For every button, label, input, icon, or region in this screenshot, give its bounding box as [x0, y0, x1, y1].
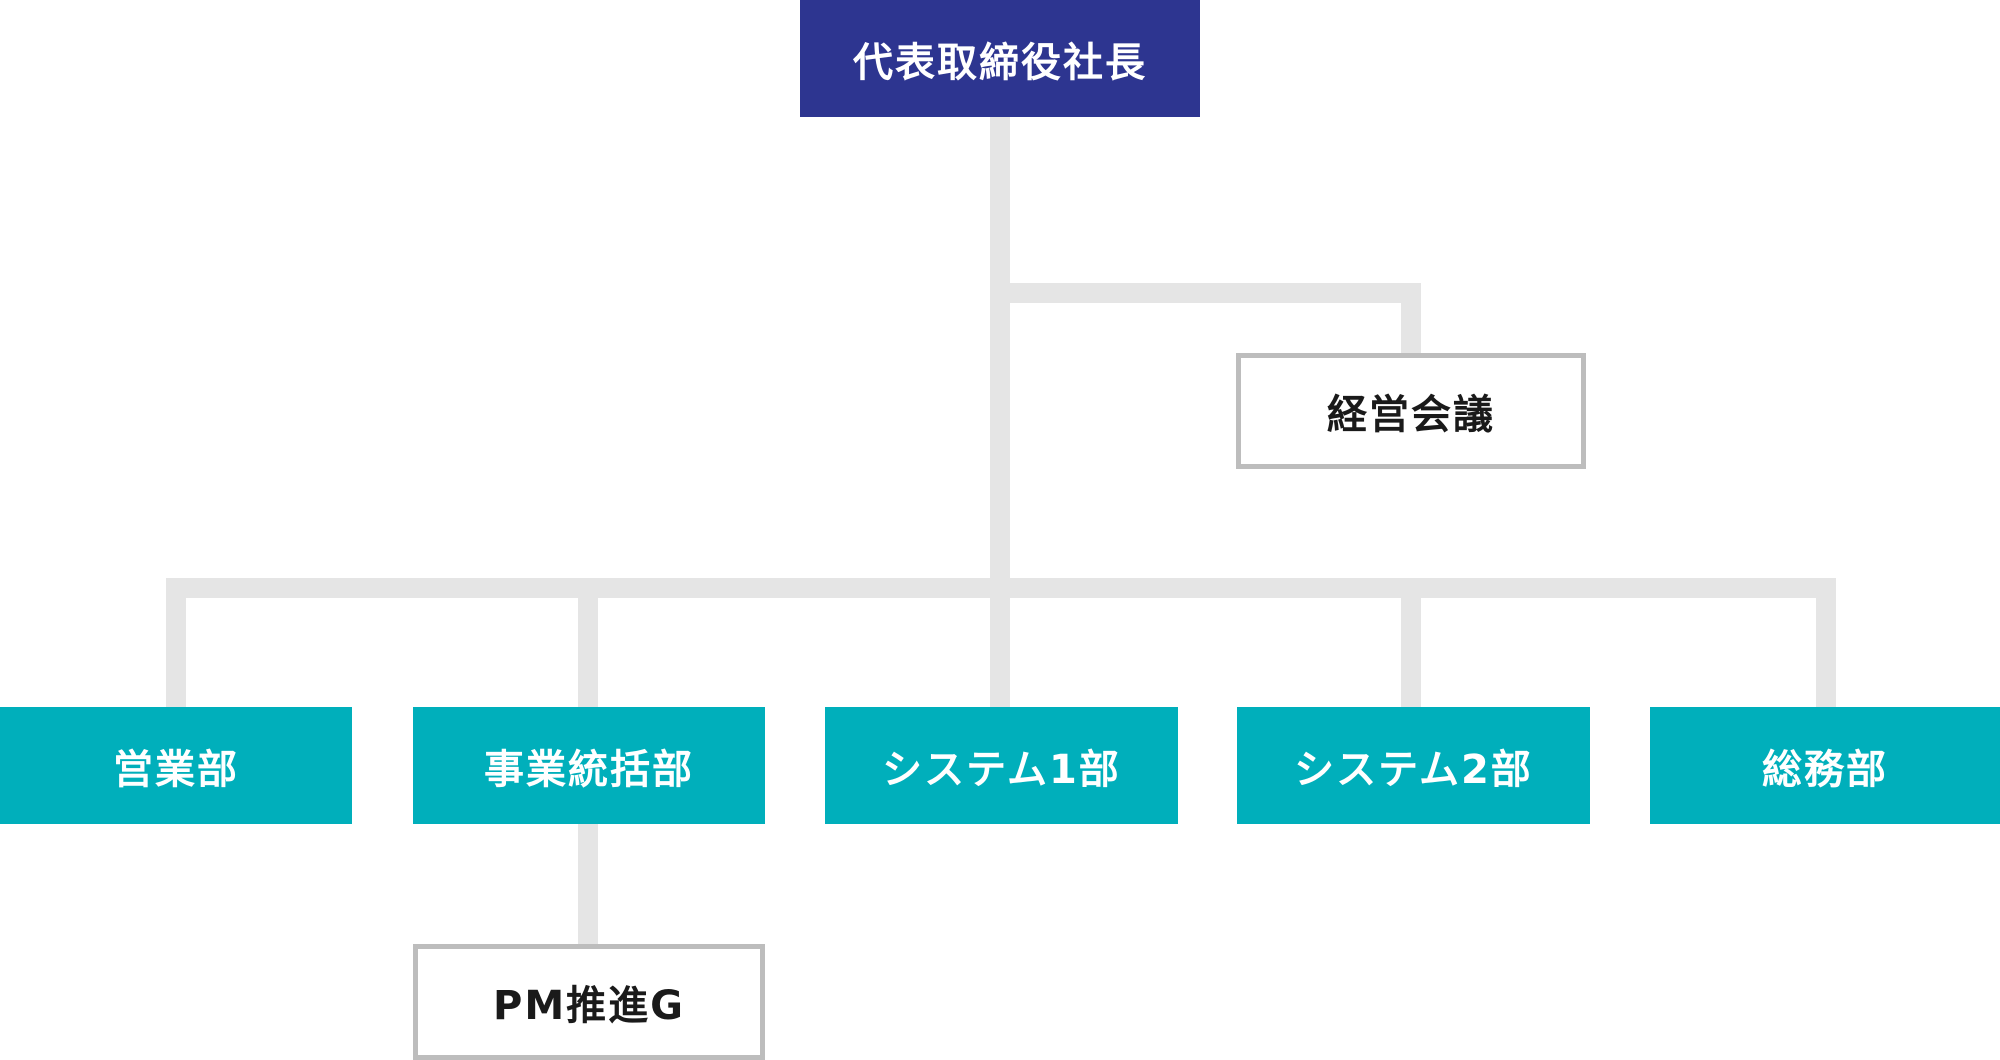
- department-sales-node: 営業部: [0, 707, 352, 824]
- connector-meeting-drop: [1401, 283, 1421, 353]
- connector-meeting-branch: [990, 283, 1421, 303]
- connector-drop-business: [578, 578, 598, 707]
- connector-pm-group: [578, 823, 598, 944]
- connector-drop-sales: [166, 578, 186, 707]
- connector-ceo-trunk: [990, 116, 1010, 707]
- connector-drop-system2: [1401, 578, 1421, 707]
- management-meeting-node: 経営会議: [1236, 353, 1586, 469]
- department-system2-node: システム2部: [1237, 707, 1590, 824]
- department-general-affairs-node: 総務部: [1650, 707, 2000, 824]
- connector-department-bar: [166, 578, 1836, 598]
- pm-promotion-group-node: PM推進G: [413, 944, 765, 1060]
- ceo-node: 代表取締役社長: [800, 0, 1200, 117]
- department-business-management-node: 事業統括部: [413, 707, 765, 824]
- connector-drop-general: [1816, 578, 1836, 707]
- department-system1-node: システム1部: [825, 707, 1178, 824]
